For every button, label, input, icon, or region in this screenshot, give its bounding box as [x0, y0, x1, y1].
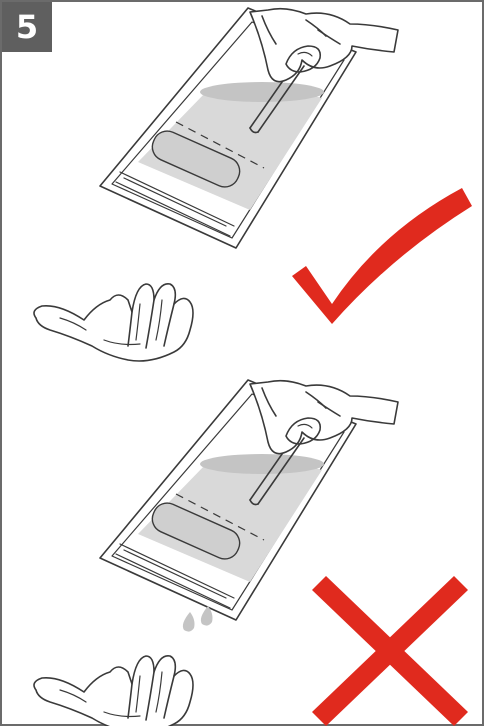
- panel-incorrect: [34, 380, 398, 726]
- open-hand-correct: [34, 284, 193, 361]
- sachet-incorrect: [100, 380, 398, 620]
- drip-drop-icon: [183, 612, 195, 632]
- sachet-correct: [100, 8, 398, 248]
- open-hand-incorrect: [34, 656, 193, 726]
- panel-correct: [34, 8, 472, 361]
- checkmark-icon: [292, 188, 472, 324]
- cross-icon: [312, 576, 468, 726]
